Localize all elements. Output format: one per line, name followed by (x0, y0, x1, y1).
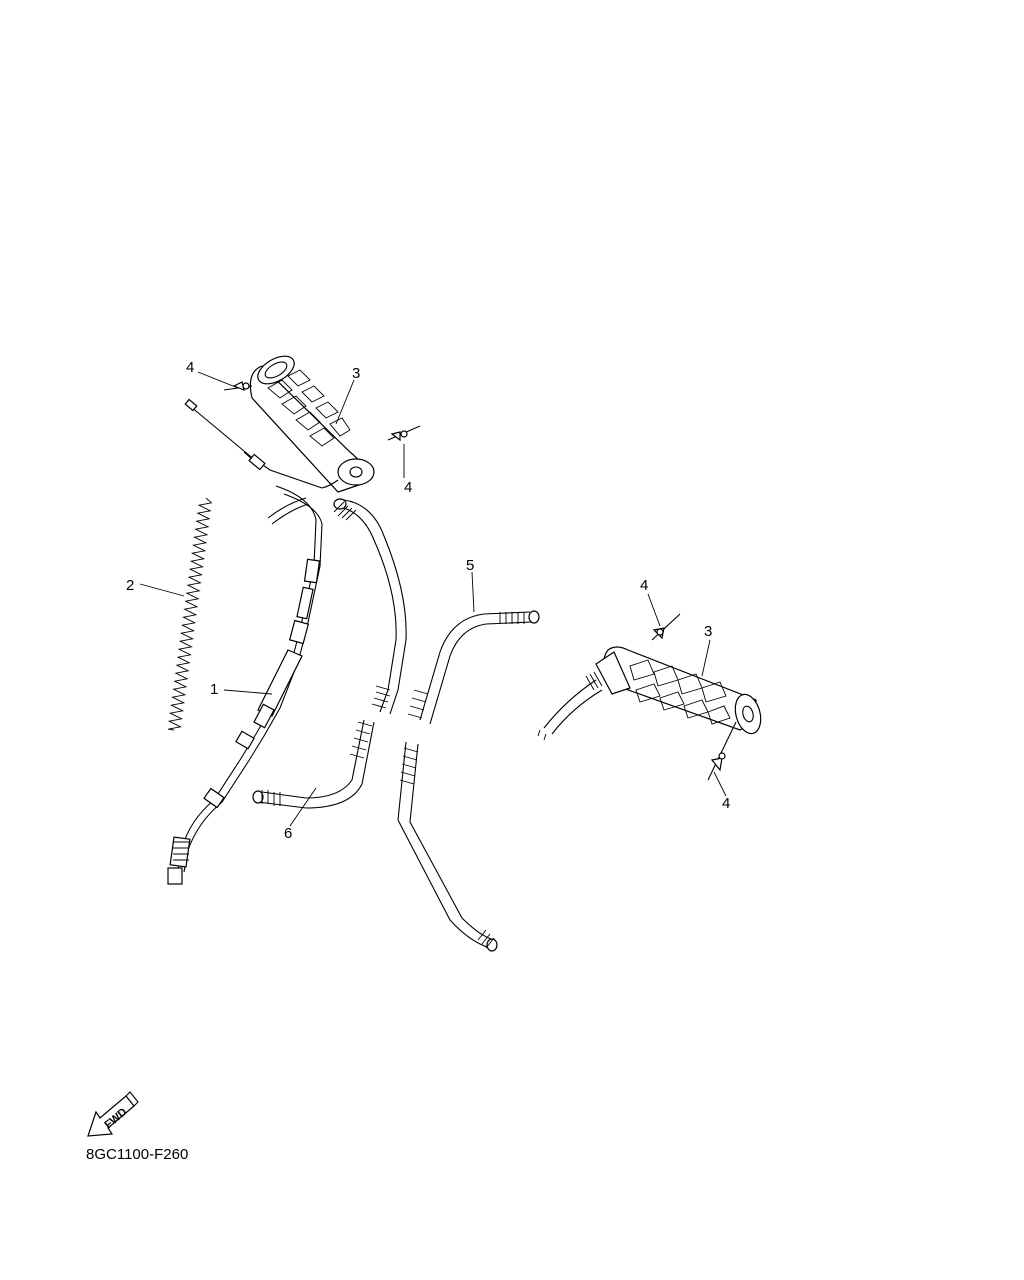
cable-part-6 (252, 498, 407, 809)
callout-4-upper-right: 4 (404, 479, 412, 496)
callout-3-upper: 3 (352, 365, 360, 382)
throttle-cable-part-1 (167, 398, 323, 885)
pin-upper-left (223, 381, 253, 391)
drawing-code: 8GC1100-F260 (86, 1146, 189, 1163)
pin-right-upper (651, 613, 681, 641)
callout-1: 1 (210, 681, 218, 698)
pin-right-lower (707, 721, 737, 781)
leader-lines (139, 371, 727, 827)
callout-4-right-upper: 4 (640, 577, 648, 594)
spring-part-2 (167, 497, 213, 731)
callout-6: 6 (284, 825, 292, 842)
grip-right-part-3 (537, 646, 762, 741)
pin-upper-right (387, 425, 421, 442)
callout-5: 5 (466, 557, 474, 574)
callout-2: 2 (126, 577, 134, 594)
callout-4-upper-left: 4 (186, 359, 194, 376)
callout-3-right: 3 (704, 623, 712, 640)
fwd-arrow-icon: FWD (87, 1091, 139, 1137)
grip-upper-part-3 (249, 355, 375, 493)
tube-part-5 (397, 610, 540, 952)
callout-4-right-lower: 4 (722, 795, 730, 812)
